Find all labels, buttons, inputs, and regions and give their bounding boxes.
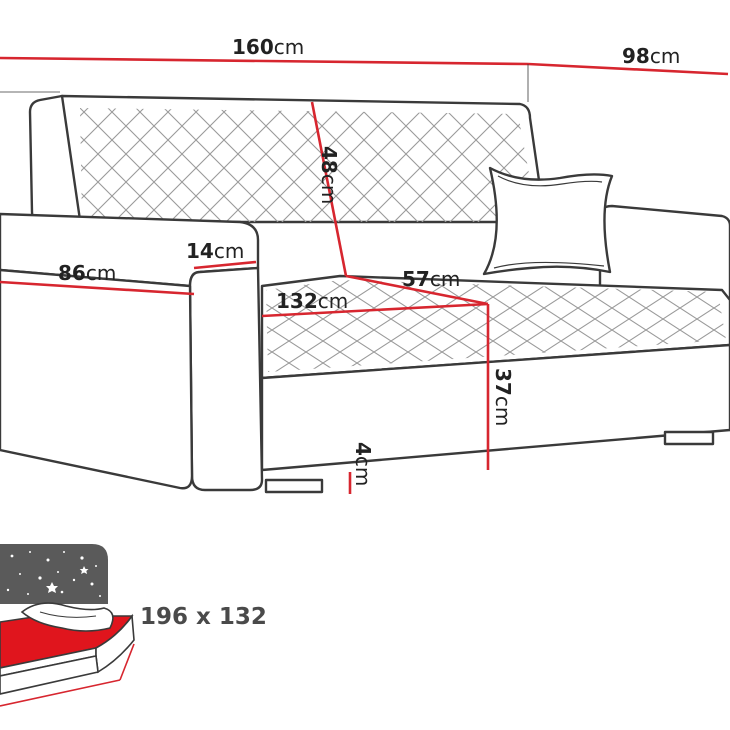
dim-line-depth — [527, 62, 729, 76]
sofa-illustration — [0, 94, 730, 494]
leg-front-right — [663, 430, 715, 446]
dim-line-seat-depth — [345, 274, 489, 306]
dimension-lines — [0, 56, 729, 494]
sleeping-area-label: 196 x 132 — [140, 604, 267, 630]
pillow — [482, 166, 614, 276]
dim-line-backrest-height — [310, 101, 348, 277]
night-sky-box — [0, 544, 108, 604]
bed-frame — [95, 613, 135, 674]
label-depth: 98cm — [622, 44, 680, 68]
dim-line-total-width — [0, 56, 529, 66]
label-seat-height: 37cm — [491, 368, 515, 426]
left-armrest-side — [0, 268, 194, 490]
sofa-bed-night-icon — [0, 544, 135, 707]
left-armrest-front — [188, 266, 264, 492]
stars-icon — [6, 551, 101, 597]
label-leg-height: 4cm — [351, 442, 375, 486]
backrest-quilting — [80, 108, 538, 222]
seat-quilting — [266, 280, 726, 372]
label-seat-depth: 57cm — [402, 267, 460, 291]
bed-dim-line-width — [119, 643, 135, 681]
label-armrest-length: 86cm — [58, 261, 116, 285]
label-backrest-height: 48cm — [317, 146, 341, 204]
label-total-width: 160cm — [232, 35, 304, 59]
leg-front-left — [264, 478, 324, 494]
bed-dim-line-length — [0, 679, 121, 707]
bed-base — [0, 655, 99, 695]
dim-line-armrest-width — [193, 260, 257, 270]
label-seat-width: 132cm — [276, 289, 348, 313]
extension-guides — [0, 64, 529, 102]
label-armrest-width: 14cm — [186, 239, 244, 263]
dimension-labels: 160cm 98cm 48cm 14cm 86cm 57cm 132cm 37c… — [58, 35, 680, 486]
dim-line-armrest-length — [0, 280, 195, 296]
dim-line-seat-width — [261, 302, 489, 318]
